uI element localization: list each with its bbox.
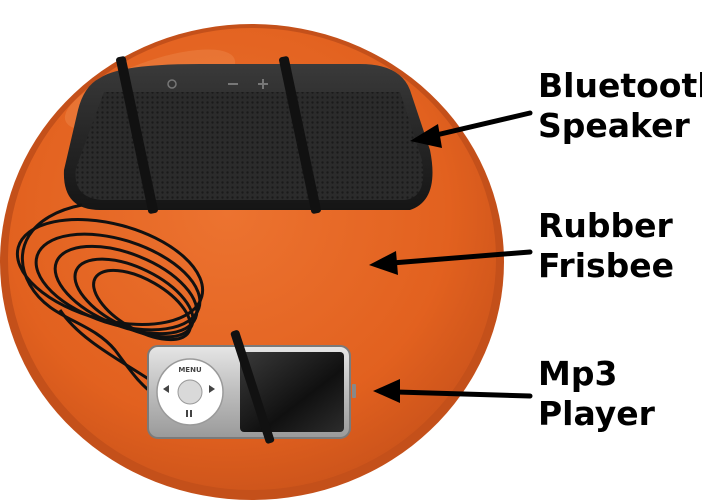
- speaker-label-line1: Bluetooth: [538, 66, 702, 105]
- speaker-arrowhead: [410, 124, 442, 148]
- coiled-cable-illustration: [15, 203, 205, 397]
- frisbee-arrowhead: [369, 251, 398, 275]
- player-arrowhead: [373, 379, 400, 403]
- frisbee-label-line1: Rubber: [538, 206, 673, 245]
- frisbee-label-line2: Frisbee: [538, 246, 675, 285]
- arrows: [369, 110, 533, 403]
- speaker-label: Bluetooth Speaker: [538, 66, 702, 146]
- player-label-line2: Player: [538, 394, 655, 433]
- player-arrow: [394, 389, 533, 399]
- bluetooth-speaker-illustration: [63, 56, 433, 214]
- speaker-label-line2: Speaker: [538, 106, 690, 145]
- player-label-line1: Mp3: [538, 354, 618, 393]
- player-menu-label: MENU: [178, 366, 202, 374]
- player-label: Mp3 Player: [538, 354, 655, 434]
- frisbee-label: Rubber Frisbee: [538, 206, 674, 286]
- frisbee-arrow: [389, 249, 533, 266]
- speaker-arrow: [429, 110, 533, 139]
- mp3-player-illustration: MENU: [147, 330, 356, 444]
